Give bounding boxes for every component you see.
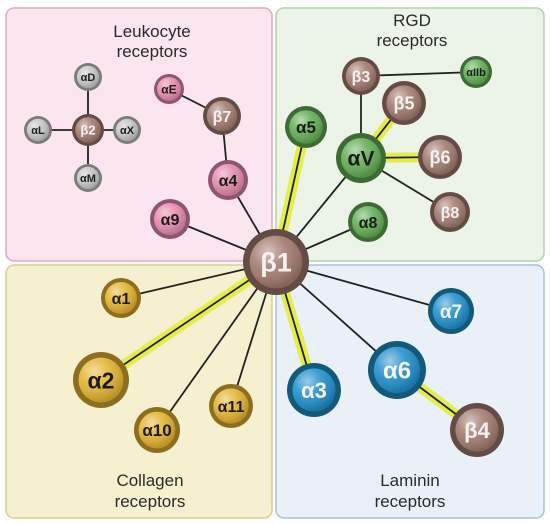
collagen-quadrant — [5, 264, 273, 519]
link-b1-a10 — [156, 261, 277, 431]
node-aD-shine — [76, 65, 100, 89]
node-b5-shine — [386, 85, 422, 121]
node-a8: α8 — [348, 202, 388, 242]
node-a1-label: α1 — [112, 291, 131, 308]
collagen-title-line2: receptors — [115, 492, 186, 511]
node-aE-label: αE — [161, 82, 176, 96]
node-a1-shine — [105, 282, 137, 314]
node-b6-label: β6 — [430, 147, 451, 167]
node-a10-label: α10 — [142, 421, 171, 440]
node-aX: αX — [113, 116, 141, 144]
node-aE: αE — [154, 74, 184, 104]
node-a10: α10 — [134, 407, 180, 453]
node-layer: β1 αD αL β2 αX αM αE β7 α4 α9 β3 αIIb α5 β5 αV β6 β8 α8 α1… — [24, 56, 504, 457]
node-aD-label: αD — [81, 72, 96, 84]
rgd-title-line1: RGD — [393, 11, 431, 30]
node-a11: α11 — [209, 384, 253, 428]
node-b3-label: β3 — [352, 69, 371, 86]
node-a2-shine — [78, 357, 124, 403]
node-b2-label: β2 — [80, 123, 95, 138]
node-aL-shine — [26, 118, 50, 142]
node-aX-label: αX — [120, 125, 135, 137]
node-a2-label: α2 — [88, 367, 115, 393]
node-b4-shine — [455, 408, 499, 452]
node-b5-label: β5 — [394, 93, 415, 113]
node-aL-label: αL — [31, 125, 45, 137]
node-b5: β5 — [382, 81, 426, 125]
node-b7-shine — [206, 100, 238, 132]
node-b1-label: β1 — [260, 248, 292, 278]
node-aM: αM — [74, 164, 102, 192]
node-a8-shine — [352, 206, 384, 238]
node-aM-shine — [76, 166, 100, 190]
node-aIIb-shine — [463, 59, 489, 85]
node-aX-shine — [115, 118, 139, 142]
node-b8: β8 — [430, 192, 470, 232]
node-a4-label: α4 — [219, 173, 238, 190]
node-b8-shine — [434, 196, 466, 228]
node-a9-label: α9 — [161, 212, 180, 229]
node-b4: β4 — [450, 403, 504, 457]
node-aV: αV — [336, 133, 386, 183]
node-b6: β6 — [418, 135, 462, 179]
node-b1-shine — [249, 235, 303, 289]
laminin-title-line2: receptors — [375, 492, 446, 511]
node-a3: α3 — [287, 363, 341, 417]
laminin-title-line1: Laminin — [380, 471, 440, 490]
node-a10-shine — [138, 411, 176, 449]
node-aIIb-label: αIIb — [466, 67, 486, 79]
node-a2: α2 — [73, 352, 129, 408]
node-a6-label: α6 — [383, 358, 411, 385]
node-aV-label: αV — [348, 148, 375, 171]
node-a5-shine — [289, 110, 323, 144]
node-b2: β2 — [72, 114, 104, 146]
node-a5-label: α5 — [296, 118, 316, 137]
node-b8-label: β8 — [441, 205, 460, 222]
node-aL: αL — [24, 116, 52, 144]
node-b7-label: β7 — [213, 109, 232, 126]
link-b3-aIIb — [360, 71, 477, 77]
node-aD: αD — [74, 63, 102, 91]
node-b4-label: β4 — [464, 418, 490, 443]
node-a9-shine — [154, 203, 186, 235]
node-aE-shine — [157, 77, 181, 101]
node-a8-label: α8 — [359, 215, 378, 232]
node-aIIb: αIIb — [460, 56, 492, 88]
node-aM-label: αM — [80, 173, 96, 185]
node-a3-label: α3 — [301, 378, 327, 403]
rgd-title-line2: receptors — [377, 31, 448, 50]
node-a6: α6 — [368, 341, 426, 399]
leukocyte-title-line2: receptors — [117, 42, 188, 61]
node-b7: β7 — [203, 97, 241, 135]
node-b1: β1 — [243, 229, 309, 295]
node-a7-label: α7 — [440, 302, 462, 323]
node-a3-shine — [292, 368, 336, 412]
node-a5: α5 — [285, 106, 327, 148]
node-a11-label: α11 — [218, 399, 245, 416]
node-a7-shine — [432, 292, 470, 330]
link-b1-a2 — [100, 261, 277, 381]
node-a6-shine — [373, 346, 421, 394]
node-a1: α1 — [101, 278, 141, 318]
node-a4-shine — [212, 164, 244, 196]
node-a11-shine — [213, 388, 249, 424]
node-a9: α9 — [150, 199, 190, 239]
node-b3: β3 — [342, 57, 380, 95]
node-b2-shine — [75, 117, 101, 143]
node-b3-shine — [345, 60, 377, 92]
node-a4: α4 — [208, 160, 248, 200]
leukocyte-title-line1: Leukocyte — [113, 22, 191, 41]
collagen-title-line1: Collagen — [116, 471, 183, 490]
node-aV-shine — [341, 138, 381, 178]
node-b6-shine — [422, 139, 458, 175]
node-a7: α7 — [428, 288, 474, 334]
